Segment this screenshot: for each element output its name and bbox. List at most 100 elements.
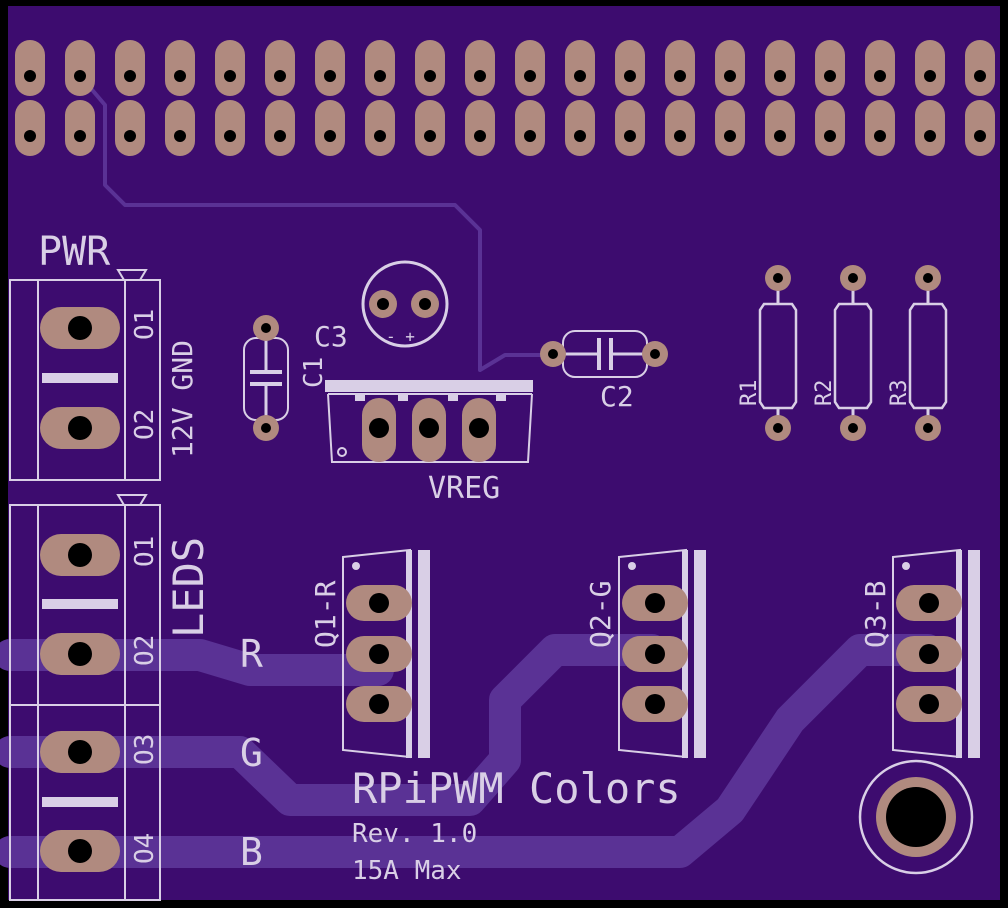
pwr-terminal-block [9, 269, 161, 481]
header-pin-pad [65, 40, 95, 96]
label-b: B [240, 830, 263, 874]
header-pin-pad [215, 40, 245, 96]
label-r1: R1 [737, 380, 762, 407]
header-pin-hole [24, 70, 36, 82]
mosfet-q3 [892, 548, 980, 759]
header-pin-pad [215, 100, 245, 156]
header-pin-hole [74, 70, 86, 82]
capacitor-c3 [361, 260, 449, 348]
header-pin-pad [65, 100, 95, 156]
header-pin-hole [24, 130, 36, 142]
board-revision: Rev. 1.0 [352, 819, 477, 849]
header-pin-hole [924, 130, 936, 142]
label-c1: C1 [299, 357, 329, 388]
header-pin-hole [774, 70, 786, 82]
header-pin-hole [724, 70, 736, 82]
trace-g [0, 634, 668, 816]
trace-thin-header [86, 83, 562, 372]
label-r2: R2 [812, 380, 837, 407]
header-pin-hole [324, 70, 336, 82]
header-pin-pad [615, 100, 645, 156]
voltage-regulator [325, 380, 533, 463]
header-pin-hole [474, 70, 486, 82]
header-pin-pad [515, 100, 545, 156]
header-pin-hole [424, 70, 436, 82]
label-q2: Q2-G [584, 581, 617, 648]
label-pin-o3: O3 [130, 734, 160, 765]
header-pin-hole [974, 130, 986, 142]
leds-terminal-block [9, 494, 161, 901]
gpio-header [15, 40, 995, 156]
label-pin-o2: O2 [130, 635, 160, 666]
header-pin-pad [315, 100, 345, 156]
header-pin-pad [15, 100, 45, 156]
header-pin-hole [574, 70, 586, 82]
header-pin-hole [124, 130, 136, 142]
header-pin-pad [415, 100, 445, 156]
header-pin-hole [174, 70, 186, 82]
header-pin-hole [824, 70, 836, 82]
header-pin-hole [524, 130, 536, 142]
header-pin-pad [465, 100, 495, 156]
header-pin-hole [74, 130, 86, 142]
header-pin-pad [715, 100, 745, 156]
label-vreg: VREG [428, 471, 500, 506]
header-pin-hole [724, 130, 736, 142]
resistor-r3 [908, 265, 948, 441]
header-pin-hole [424, 130, 436, 142]
header-pin-hole [624, 70, 636, 82]
header-pin-hole [924, 70, 936, 82]
header-pin-pad [865, 40, 895, 96]
trace-b [0, 634, 944, 868]
header-pin-pad [165, 100, 195, 156]
header-pin-hole [674, 70, 686, 82]
header-pin-pad [865, 100, 895, 156]
header-pin-pad [715, 40, 745, 96]
header-pin-hole [874, 70, 886, 82]
header-pin-pad [115, 40, 145, 96]
header-pin-pad [665, 100, 695, 156]
header-pin-pad [365, 100, 395, 156]
header-pin-hole [974, 70, 986, 82]
label-q3: Q3-B [859, 581, 892, 648]
header-pin-pad [15, 40, 45, 96]
capacitor-c1 [243, 315, 289, 441]
header-pin-hole [674, 130, 686, 142]
header-pin-pad [815, 40, 845, 96]
label-pin-o2: O2 [130, 409, 160, 440]
resistor-r2 [833, 265, 873, 441]
header-pin-hole [824, 130, 836, 142]
label-q1: Q1-R [309, 580, 342, 648]
header-pin-pad [965, 100, 995, 156]
mosfet-q2 [618, 548, 706, 759]
mounting-hole [858, 759, 974, 875]
header-pin-hole [324, 130, 336, 142]
label-c3-polarity: - + [386, 327, 415, 346]
header-pin-pad [315, 40, 345, 96]
board-title: RPiPWM Colors [352, 764, 681, 813]
label-pwr-pins: 12V GND [166, 340, 199, 458]
label-pin-o4: O4 [130, 833, 160, 864]
header-pin-hole [374, 130, 386, 142]
header-pin-hole [874, 130, 886, 142]
label-c3: C3 [314, 320, 348, 353]
label-c2: C2 [600, 380, 634, 413]
header-pin-hole [224, 70, 236, 82]
header-pin-hole [274, 70, 286, 82]
label-r3: R3 [887, 380, 912, 407]
header-pin-hole [174, 130, 186, 142]
header-pin-hole [224, 130, 236, 142]
header-pin-pad [365, 40, 395, 96]
header-pin-pad [765, 100, 795, 156]
silkscreen-labels: PWR 12V GND LEDS O1 O2 O1 O2 O3 O4 R G B… [38, 229, 912, 886]
header-pin-pad [965, 40, 995, 96]
board-rating: 15A Max [352, 856, 462, 886]
label-leds: LEDS [164, 537, 213, 638]
header-pin-hole [524, 70, 536, 82]
header-pin-pad [115, 100, 145, 156]
header-pin-pad [465, 40, 495, 96]
header-pin-pad [915, 40, 945, 96]
label-pwr: PWR [38, 229, 111, 275]
header-pin-pad [265, 40, 295, 96]
header-pin-hole [774, 130, 786, 142]
